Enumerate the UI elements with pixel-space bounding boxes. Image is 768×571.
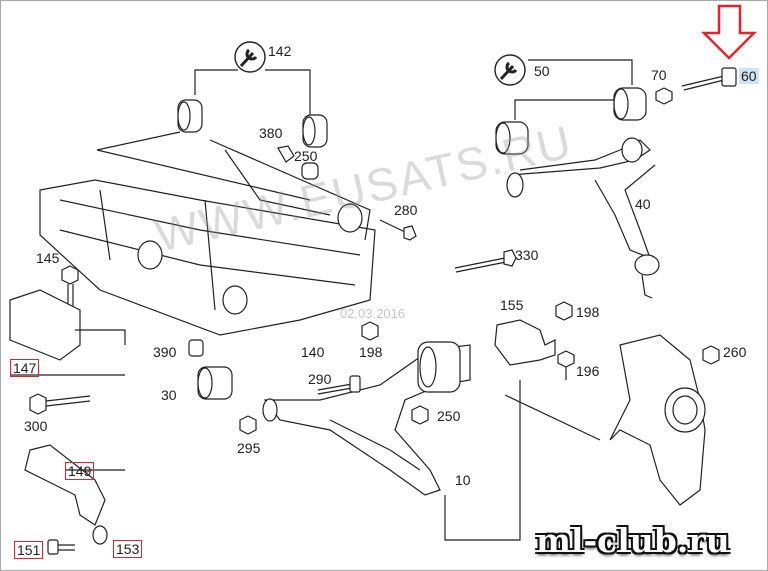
bolt-290 xyxy=(317,375,361,395)
callout-330: 330 xyxy=(515,247,539,263)
callout-145: 145 xyxy=(36,250,60,266)
wrench-service-icon xyxy=(234,41,266,73)
callout-260: 260 xyxy=(723,344,747,360)
cap-390 xyxy=(188,339,204,357)
callout-380: 380 xyxy=(259,125,283,141)
clip-380 xyxy=(277,145,295,163)
bracket-155 xyxy=(494,319,556,366)
subframe-140 xyxy=(39,179,376,336)
upper-control-arm-40 xyxy=(506,137,660,299)
callout-40: 40 xyxy=(635,196,651,212)
bolt-330 xyxy=(454,249,517,273)
nut-198-right xyxy=(555,301,573,321)
callout-250-upper: 250 xyxy=(294,148,318,164)
callout-30: 30 xyxy=(161,387,177,403)
wrench-service-icon xyxy=(494,54,526,86)
callout-142: 142 xyxy=(268,43,292,59)
callout-295: 295 xyxy=(237,440,261,456)
nut-295 xyxy=(239,415,257,435)
callout-280: 280 xyxy=(394,202,418,218)
nut-70 xyxy=(655,87,673,105)
callout-50: 50 xyxy=(534,63,550,79)
steering-knuckle xyxy=(609,334,706,506)
callout-60: 60 xyxy=(739,68,759,84)
bolt-196 xyxy=(557,350,575,380)
lower-control-arm-10 xyxy=(262,341,471,496)
callout-140: 140 xyxy=(301,344,325,360)
callout-300: 300 xyxy=(24,418,48,434)
callout-196: 196 xyxy=(576,363,600,379)
callout-198-right: 198 xyxy=(576,304,600,320)
bushing-142-right xyxy=(302,114,328,148)
bolt-60 xyxy=(681,67,737,91)
callout-70: 70 xyxy=(651,67,667,83)
bracket-147 xyxy=(9,289,81,361)
callout-198-lower: 198 xyxy=(359,344,383,360)
bushing-50-left xyxy=(495,121,529,155)
callout-10: 10 xyxy=(455,472,471,488)
callout-155: 155 xyxy=(500,297,524,313)
bushing-142-left xyxy=(177,99,203,133)
brand-logo: ml-club.ru xyxy=(536,521,730,560)
callout-149: 149 xyxy=(65,462,95,480)
callout-290: 290 xyxy=(308,371,332,387)
bushing-30 xyxy=(197,366,233,400)
callout-153: 153 xyxy=(113,540,143,558)
nut-250-upper xyxy=(301,162,319,180)
callout-151: 151 xyxy=(14,541,44,559)
callout-390: 390 xyxy=(153,344,177,360)
down-arrow-icon xyxy=(700,4,758,60)
washer-153 xyxy=(92,525,108,545)
callout-250-lower: 250 xyxy=(437,408,461,424)
nut-260 xyxy=(702,345,720,365)
bracket-149 xyxy=(24,444,106,526)
nut-250-lower xyxy=(411,405,429,425)
bolt-280 xyxy=(379,219,417,241)
callout-147: 147 xyxy=(10,359,40,377)
bushing-50-right xyxy=(613,87,647,121)
bolt-151 xyxy=(47,539,75,555)
leader-142 xyxy=(194,69,311,115)
date-stamp: 02.03.2016 xyxy=(340,306,406,321)
bolt-300 xyxy=(29,393,91,415)
nut-198-lower xyxy=(361,321,379,341)
